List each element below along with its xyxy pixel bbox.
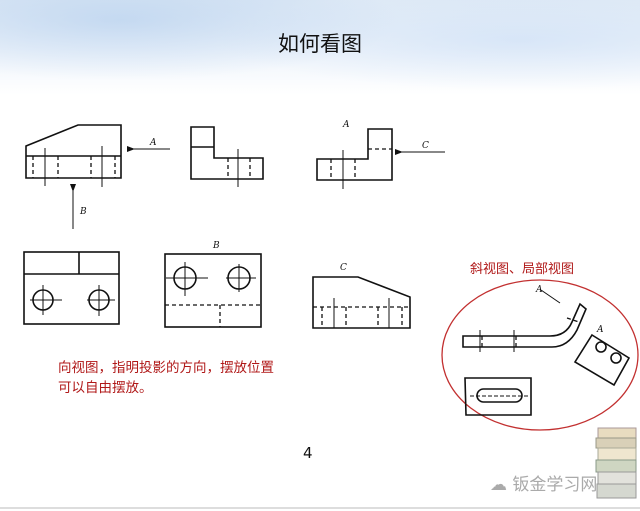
svg-text:A: A — [535, 285, 543, 295]
slide-background — [0, 0, 640, 100]
view-a: A — [316, 120, 393, 189]
top-view — [23, 251, 120, 325]
arrow-c: C — [395, 141, 445, 155]
right-title: 斜视图、局部视图 — [470, 262, 575, 277]
wechat-icon: ☁ — [490, 475, 513, 495]
side-view — [190, 126, 264, 187]
note-line: 可以自由摆放。 — [58, 380, 153, 396]
svg-text:A: A — [342, 120, 350, 130]
svg-text:C: C — [422, 141, 429, 151]
front-view — [25, 124, 122, 187]
note-text: 向视图，指明投影的方向，摆放位置 可以自由摆放。 — [58, 358, 274, 398]
svg-text:A: A — [596, 325, 604, 335]
view-c: C — [312, 263, 411, 329]
book-stack-image — [595, 427, 637, 499]
arrow-a: A — [127, 138, 170, 152]
oblique-local-view-illustration: A A — [441, 279, 639, 431]
note-line: 向视图，指明投影的方向，摆放位置 — [58, 360, 274, 376]
watermark-text: 钣金学习网 — [512, 475, 598, 495]
svg-text:B: B — [212, 241, 220, 251]
view-b: B — [164, 241, 262, 328]
page-number: 4 — [303, 444, 313, 462]
arrow-b: B — [70, 184, 87, 229]
svg-text:B: B — [79, 207, 87, 217]
watermark: ☁ 钣金学习网 — [490, 470, 597, 495]
slide-title: 如何看图 — [278, 32, 362, 56]
svg-text:C: C — [340, 263, 347, 273]
svg-text:A: A — [149, 138, 157, 148]
